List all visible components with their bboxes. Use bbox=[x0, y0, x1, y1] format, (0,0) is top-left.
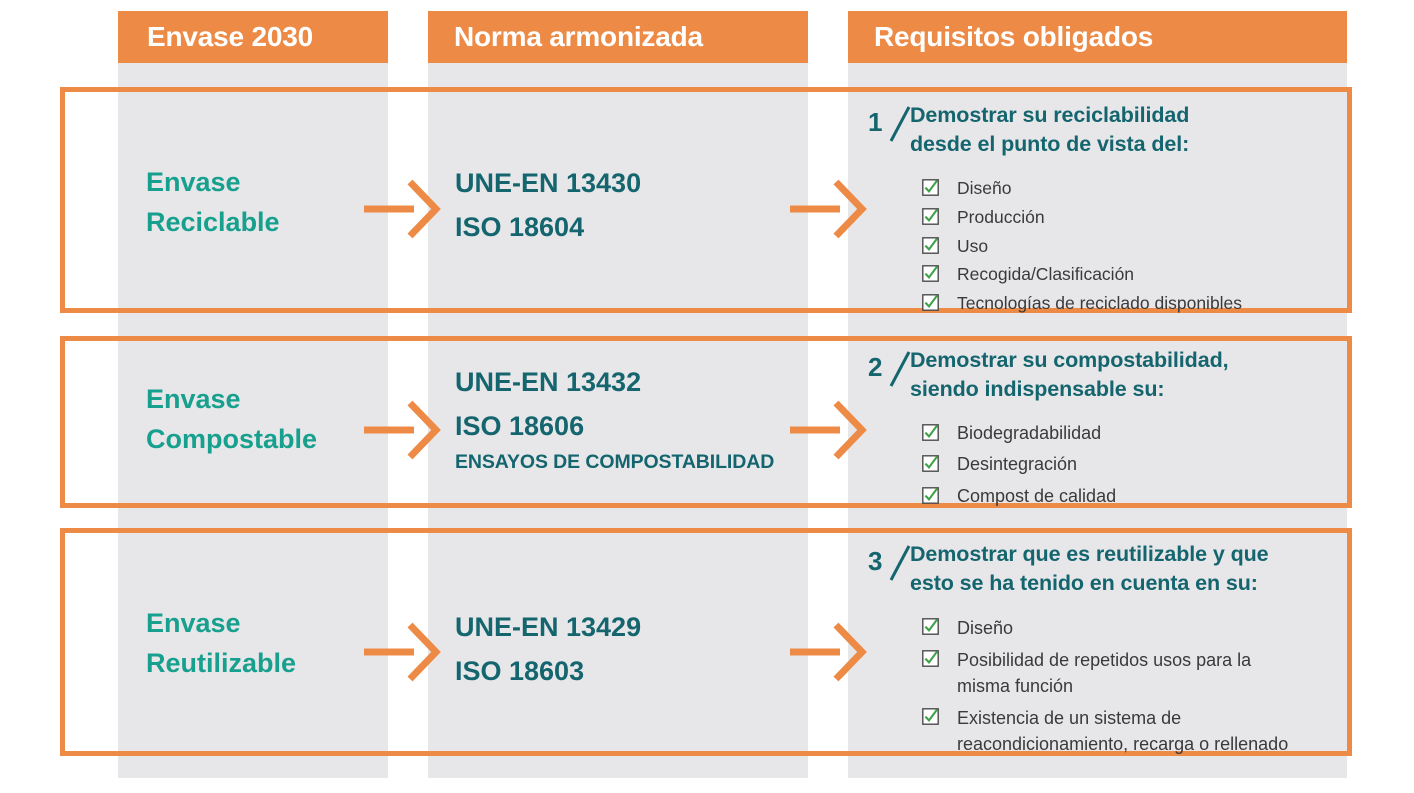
norms-list: UNE-EN 13429 ISO 18603 bbox=[455, 606, 805, 693]
list-item-label: Existencia de un sistema de reacondicion… bbox=[957, 708, 1289, 755]
checkbox-checked-icon bbox=[922, 487, 939, 504]
list-item: Desintegración bbox=[922, 452, 1338, 478]
list-item: Producción bbox=[922, 205, 1338, 230]
requirements-block: 1 Demostrar su reciclabilidad desde el p… bbox=[868, 101, 1338, 320]
norm-line: UNE-EN 13432 bbox=[455, 367, 642, 397]
list-item: Diseño bbox=[922, 176, 1338, 201]
package-label-line: Envase bbox=[146, 384, 241, 414]
header-label: Norma armonizada bbox=[454, 21, 703, 52]
arrow-right-icon bbox=[362, 620, 448, 684]
norms-list: UNE-EN 13430 ISO 18604 bbox=[455, 162, 805, 249]
arrow-right-icon bbox=[790, 177, 876, 241]
requirement-title: Demostrar que es reutilizable y que esto… bbox=[910, 540, 1269, 599]
norm-line: ISO 18604 bbox=[455, 211, 585, 242]
list-item: Posibilidad de repetidos usos para la mi… bbox=[922, 647, 1338, 699]
header-label: Requisitos obligados bbox=[874, 21, 1154, 52]
list-item: Diseño bbox=[922, 615, 1338, 641]
requirement-number: 3 bbox=[868, 546, 883, 576]
requirement-heading: 2 Demostrar su compostabilidad, siendo i… bbox=[868, 346, 1338, 405]
list-item: Existencia de un sistema de reacondicion… bbox=[922, 705, 1338, 757]
norm-line: ISO 18603 bbox=[455, 655, 585, 686]
package-label-line: Reciclable bbox=[146, 206, 280, 237]
list-item: Compost de calidad bbox=[922, 484, 1338, 510]
package-type-label: Envase Reciclable bbox=[146, 163, 391, 243]
package-type-label: Envase Compostable bbox=[146, 380, 391, 460]
requirement-number: 2 bbox=[868, 352, 883, 382]
package-label-line: Compostable bbox=[146, 423, 318, 454]
header-envase-2030: Envase 2030 bbox=[118, 11, 388, 63]
requirement-title-line: Demostrar su compostabilidad, bbox=[910, 348, 1229, 372]
list-item-label: Diseño bbox=[957, 617, 1014, 638]
checkbox-checked-icon bbox=[922, 424, 939, 441]
requirement-title-line: desde el punto de vista del: bbox=[910, 132, 1190, 157]
arrow-right-icon bbox=[362, 398, 448, 462]
requirement-checklist: Diseño Producción Uso Recogida/Clasifica… bbox=[922, 176, 1338, 316]
list-item: Biodegradabilidad bbox=[922, 421, 1338, 447]
package-type-label: Envase Reutilizable bbox=[146, 604, 391, 684]
arrow-right-icon bbox=[362, 177, 448, 241]
requirements-block: 3 Demostrar que es reutilizable y que es… bbox=[868, 540, 1338, 763]
column-band-norma bbox=[428, 58, 808, 778]
list-item-label: Compost de calidad bbox=[957, 486, 1117, 506]
row-reciclable: Envase Reciclable UNE-EN 13430 ISO 18604… bbox=[0, 87, 1414, 313]
norm-line-secondary: ENSAYOS DE COMPOSTABILIDAD bbox=[455, 451, 775, 474]
checkbox-checked-icon bbox=[922, 179, 939, 196]
list-item-label: Recogida/Clasificación bbox=[957, 264, 1135, 285]
header-label: Envase 2030 bbox=[147, 21, 313, 52]
requirement-heading: 1 Demostrar su reciclabilidad desde el p… bbox=[868, 101, 1338, 160]
header-norma-armonizada: Norma armonizada bbox=[428, 11, 808, 63]
list-item-label: Desintegración bbox=[957, 454, 1078, 475]
header-requisitos-obligados: Requisitos obligados bbox=[848, 11, 1347, 63]
list-item: Uso bbox=[922, 234, 1338, 259]
checkbox-checked-icon bbox=[922, 265, 939, 283]
checkbox-checked-icon bbox=[922, 455, 939, 473]
list-item-label: Diseño bbox=[957, 177, 1012, 198]
requirement-title-line: Demostrar que es reutilizable y que bbox=[910, 542, 1269, 566]
requirement-checklist: Biodegradabilidad Desintegración Compost… bbox=[922, 421, 1338, 510]
package-label-line: Envase bbox=[146, 167, 241, 197]
column-band-envase bbox=[118, 58, 388, 778]
norms-list: UNE-EN 13432 ISO 18606 ENSAYOS DE COMPOS… bbox=[455, 361, 805, 478]
row-reutilizable: Envase Reutilizable UNE-EN 13429 ISO 186… bbox=[0, 528, 1414, 756]
checkbox-checked-icon bbox=[922, 618, 939, 635]
norm-line: UNE-EN 13429 bbox=[455, 612, 642, 642]
package-label-line: Envase bbox=[146, 608, 241, 638]
package-label-line: Reutilizable bbox=[146, 647, 297, 678]
list-item-label: Uso bbox=[957, 235, 989, 256]
checkbox-checked-icon bbox=[922, 708, 939, 726]
requirements-block: 2 Demostrar su compostabilidad, siendo i… bbox=[868, 346, 1338, 516]
row-compostable: Envase Compostable UNE-EN 13432 ISO 1860… bbox=[0, 336, 1414, 508]
requirement-title-line: Demostrar su reciclabilidad bbox=[910, 103, 1190, 127]
list-item: Tecnologías de reciclado disponibles bbox=[922, 291, 1338, 316]
checkbox-checked-icon bbox=[922, 236, 939, 254]
checkbox-checked-icon bbox=[922, 650, 939, 667]
arrow-right-icon bbox=[790, 620, 876, 684]
list-item-label: Posibilidad de repetidos usos para la mi… bbox=[957, 650, 1252, 697]
requirement-title-line: siendo indispensable su: bbox=[910, 377, 1165, 402]
norm-line: ISO 18606 bbox=[455, 410, 585, 441]
list-item-label: Producción bbox=[957, 206, 1045, 227]
requirement-title-line: esto se ha tenido en cuenta en su: bbox=[910, 571, 1258, 596]
checkbox-checked-icon bbox=[922, 294, 939, 312]
requirement-checklist: Diseño Posibilidad de repetidos usos par… bbox=[922, 615, 1338, 757]
requirement-title: Demostrar su reciclabilidad desde el pun… bbox=[910, 101, 1189, 160]
requirement-heading: 3 Demostrar que es reutilizable y que es… bbox=[868, 540, 1338, 599]
list-item-label: Tecnologías de reciclado disponibles bbox=[957, 293, 1243, 314]
list-item-label: Biodegradabilidad bbox=[957, 422, 1102, 443]
norm-line: UNE-EN 13430 bbox=[455, 168, 642, 198]
checkbox-checked-icon bbox=[922, 207, 939, 225]
arrow-right-icon bbox=[790, 398, 876, 462]
list-item: Recogida/Clasificación bbox=[922, 262, 1338, 287]
requirement-title: Demostrar su compostabilidad, siendo ind… bbox=[910, 346, 1229, 405]
requirement-number: 1 bbox=[868, 107, 883, 137]
